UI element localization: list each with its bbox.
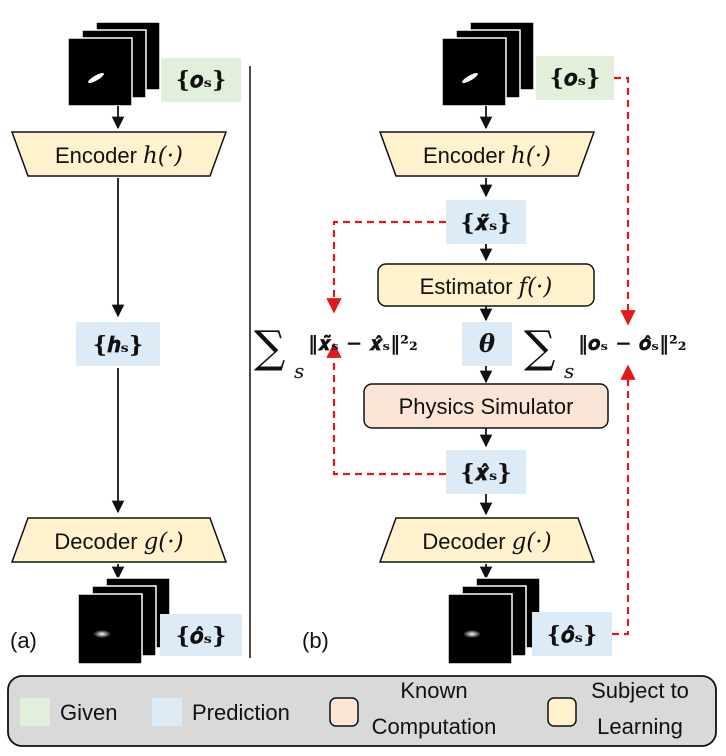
panel-b-label: (b) [302, 628, 329, 653]
obs-loss-text: ‖𝒐ₛ − 𝒐̂ₛ‖²₂ [578, 331, 687, 355]
encoder-block-b [378, 131, 596, 177]
theta-box [462, 322, 512, 366]
output-var-a: {𝒐̂ₛ} [176, 623, 226, 649]
theta-var: 𝜽 [479, 329, 495, 358]
output-var-box-a [160, 614, 242, 656]
legend-swatch-prediction [152, 698, 182, 726]
legend-prediction-label: Prediction [192, 700, 290, 725]
input-var-box-b [536, 56, 614, 100]
legend-swatch-given [20, 698, 50, 726]
legend-swatch-learning [547, 697, 577, 727]
svg-text:s: s [294, 359, 304, 383]
input-var-b: {𝒐ₛ} [550, 65, 600, 91]
input-frames-b [441, 21, 535, 107]
decoder-block-a [10, 517, 228, 563]
output-var-box-b [532, 612, 612, 656]
latent-box-a [76, 322, 160, 366]
obs-loss-links [612, 76, 636, 636]
state-loss-text: ‖𝒙̃ₛ − 𝒙̂ₛ‖²₂ [308, 331, 418, 355]
input-frames-a [67, 21, 161, 107]
encoder-block-a [10, 131, 228, 177]
output-frames-b [447, 577, 541, 665]
state-pred-var: {𝒙̂ₛ} [460, 460, 511, 486]
obs-loss-formula: ∑ s ‖𝒐ₛ − 𝒐̂ₛ‖²₂ [524, 322, 687, 383]
physics-simulator-label: Physics Simulator [399, 394, 574, 419]
legend-learning-line1: Subject to [591, 678, 689, 703]
svg-text:∑: ∑ [524, 322, 555, 373]
legend-swatch-known [329, 697, 359, 727]
svg-text:s: s [564, 359, 574, 383]
latent-var-a: {𝒉ₛ} [93, 332, 143, 358]
decoder-block-b [378, 517, 596, 563]
svg-text:∑: ∑ [254, 322, 285, 373]
input-var-a: {𝒐ₛ} [176, 67, 226, 93]
state-est-var: {𝒙̃ₛ} [460, 210, 511, 236]
legend-known-line2: Computation [372, 714, 497, 739]
state-loss-formula: ∑ s ‖𝒙̃ₛ − 𝒙̂ₛ‖²₂ [254, 322, 418, 383]
legend-learning-line2: Learning [597, 714, 683, 739]
legend-given-label: Given [60, 700, 117, 725]
output-frames-a [77, 577, 171, 665]
legend-box [7, 675, 717, 747]
state-est-box [446, 200, 526, 244]
panel-a-label: (a) [10, 628, 37, 653]
state-pred-box [446, 450, 526, 494]
state-loss-links [326, 220, 446, 476]
legend-known-line1: Known [400, 678, 467, 703]
legend: Given Prediction Known Computation Subje… [7, 675, 717, 747]
output-var-b: {𝒐̂ₛ} [547, 622, 597, 648]
input-var-box-a [161, 58, 241, 102]
